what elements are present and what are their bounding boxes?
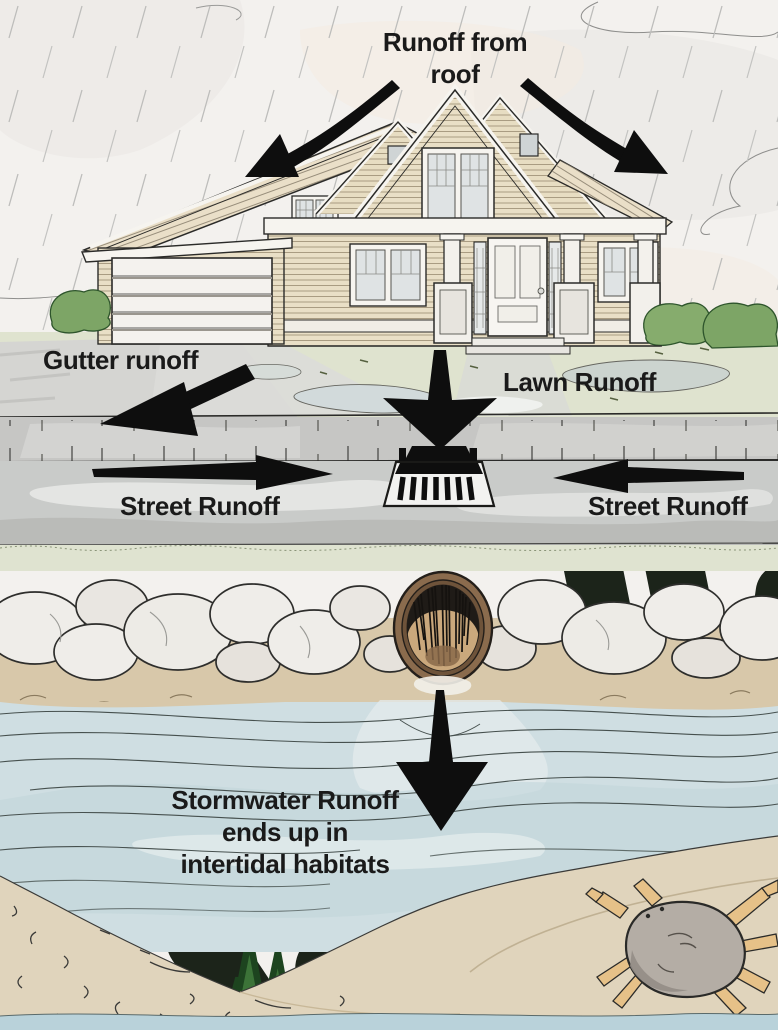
garage-fascia [80, 237, 293, 263]
gutter-runoff-arrow [100, 364, 255, 436]
crab-shell [624, 900, 746, 999]
garage [80, 237, 293, 345]
stormwater-label-line1: Stormwater Runoff [171, 785, 399, 815]
garage-door [111, 257, 273, 345]
roof-runoff-arrow-right [520, 78, 668, 174]
shore-strip [0, 1012, 778, 1030]
stormwater-arrow [396, 690, 488, 831]
roof-runoff-arrow-left [245, 80, 400, 177]
main-wall [263, 217, 667, 355]
crab [585, 878, 778, 1017]
gutter-runoff-label: Gutter runoff [43, 345, 199, 375]
porch-header [263, 217, 667, 235]
street-runoff-arrow-left [92, 455, 333, 490]
roof-runoff-label: Runoff from roof [305, 26, 605, 90]
beach [0, 835, 778, 1030]
boulders [0, 579, 778, 1030]
stormwater-label: Stormwater Runoff ends up in intertidal … [150, 784, 420, 881]
roof-runoff-label-line2: roof [430, 59, 480, 90]
lawn-runoff-label: Lawn Runoff [503, 367, 657, 397]
bush [49, 289, 111, 334]
flow-arrows [92, 78, 744, 831]
bushes [49, 289, 778, 349]
attic-window [519, 133, 539, 157]
outfall-pipe [391, 570, 778, 1030]
gable-window [421, 147, 495, 229]
storm-drain [382, 446, 496, 508]
house [49, 83, 778, 1030]
street-runoff-label-left: Street Runoff [120, 491, 280, 521]
front-window-left [349, 243, 427, 307]
bush [643, 302, 711, 347]
street-runoff-arrow-right [553, 459, 744, 493]
street-runoff-label-right: Street Runoff [588, 491, 748, 521]
roof-left-slope [81, 121, 432, 261]
stormwater-label-line3: intertidal habitats [180, 849, 390, 880]
bush [702, 302, 778, 349]
gable-main [342, 83, 568, 233]
crab-claw [595, 891, 629, 919]
sand-squiggles [11, 905, 345, 1027]
front-door [473, 237, 562, 337]
roof-runoff-label-line1: Runoff from [382, 27, 528, 57]
crab-claw [633, 878, 663, 907]
verge [0, 545, 778, 1030]
stormwater-label-line2: ends up in [221, 817, 348, 848]
door-knob [537, 287, 545, 295]
lawn-runoff-arrow [383, 350, 497, 450]
